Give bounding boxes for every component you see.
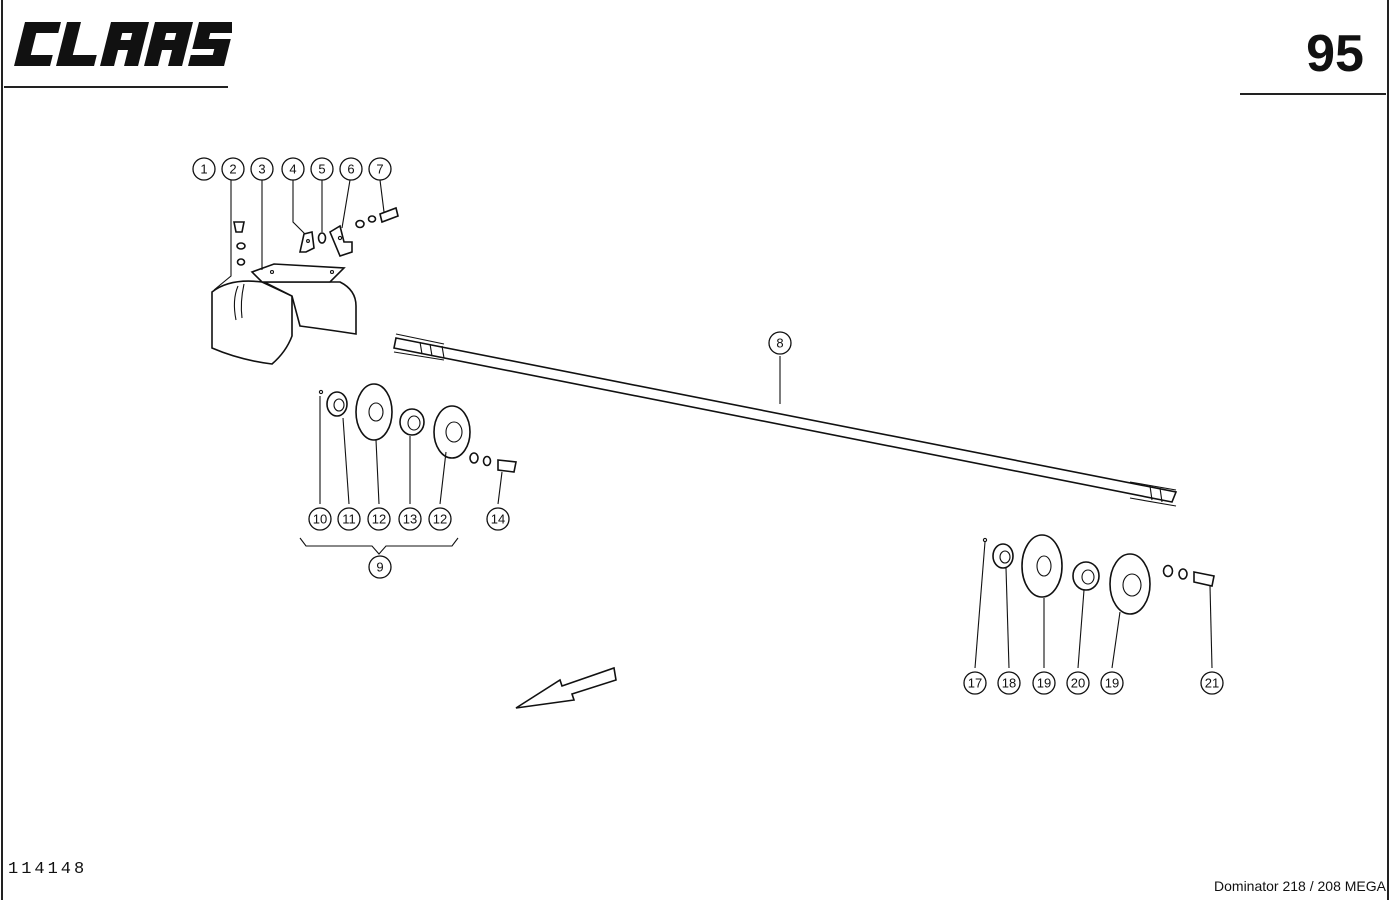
svg-text:20: 20 — [1071, 676, 1085, 691]
callout-5: 5 — [310, 157, 334, 181]
page-frame-right — [1387, 0, 1389, 900]
callout-4: 4 — [281, 157, 305, 181]
model-name: Dominator 218 / 208 MEGA — [1214, 878, 1386, 894]
leader-lines — [213, 179, 1213, 669]
callout-20: 20 — [1066, 671, 1090, 695]
callout-11: 11 — [337, 507, 361, 531]
svg-text:1: 1 — [200, 162, 207, 177]
left-bearing-assembly — [318, 383, 517, 473]
svg-text:3: 3 — [258, 162, 265, 177]
svg-text:10: 10 — [313, 512, 327, 527]
callout-13: 13 — [398, 507, 422, 531]
svg-text:2: 2 — [229, 162, 236, 177]
svg-text:19: 19 — [1037, 676, 1051, 691]
svg-text:4: 4 — [289, 162, 296, 177]
page-frame-left — [1, 0, 3, 900]
svg-text:9: 9 — [376, 560, 383, 575]
svg-text:12: 12 — [433, 512, 447, 527]
callout-6: 6 — [339, 157, 363, 181]
callout-1: 1 — [192, 157, 216, 181]
screw-small — [233, 221, 246, 266]
washer-5 — [317, 232, 327, 244]
claas-logo — [14, 22, 232, 66]
callout-19b: 19 — [1100, 671, 1124, 695]
document-id: 114148 — [8, 860, 88, 879]
callout-8: 8 — [768, 331, 792, 355]
callout-14: 14 — [486, 507, 510, 531]
callout-10: 10 — [308, 507, 332, 531]
page-number: 95 — [1306, 25, 1364, 83]
svg-text:7: 7 — [376, 162, 383, 177]
callout-12a: 12 — [367, 507, 391, 531]
svg-text:19: 19 — [1105, 676, 1119, 691]
svg-text:14: 14 — [491, 512, 505, 527]
callout-21: 21 — [1200, 671, 1224, 695]
callout-12b: 12 — [428, 507, 452, 531]
callout-3: 3 — [250, 157, 274, 181]
callout-18: 18 — [997, 671, 1021, 695]
page-number-underline — [1240, 93, 1386, 95]
svg-text:5: 5 — [318, 162, 325, 177]
right-bearing-assembly — [982, 534, 1215, 615]
svg-text:18: 18 — [1002, 676, 1016, 691]
bolt-7 — [355, 206, 399, 229]
svg-text:12: 12 — [372, 512, 386, 527]
callout-2: 2 — [221, 157, 245, 181]
svg-text:11: 11 — [342, 512, 356, 527]
svg-text:21: 21 — [1205, 676, 1219, 691]
svg-text:13: 13 — [403, 512, 417, 527]
direction-arrow-icon — [515, 666, 617, 709]
callout-9: 9 — [368, 555, 392, 579]
svg-text:17: 17 — [968, 676, 982, 691]
callout-7: 7 — [368, 157, 392, 181]
drive-shaft — [393, 333, 1178, 507]
callout-19a: 19 — [1032, 671, 1056, 695]
svg-text:6: 6 — [347, 162, 354, 177]
guard-cover — [211, 280, 357, 365]
mounting-plate — [250, 263, 346, 283]
logo-underline — [4, 86, 228, 88]
svg-text:8: 8 — [776, 336, 783, 351]
callout-17: 17 — [963, 671, 987, 695]
angle-bracket — [299, 231, 315, 253]
bracket-6 — [328, 224, 353, 257]
